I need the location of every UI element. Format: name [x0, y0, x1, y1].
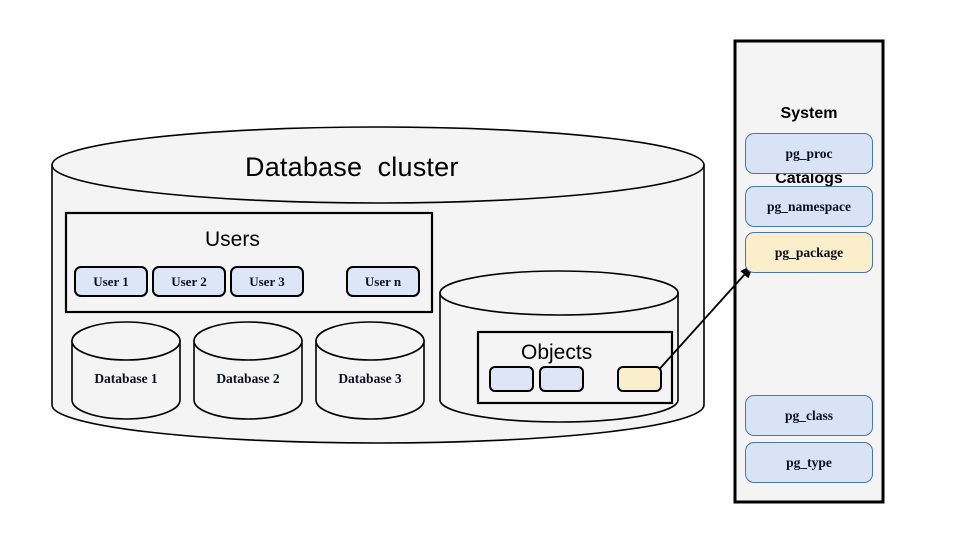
users-box: [64, 211, 434, 314]
user-pill-2[interactable]: User 2: [152, 266, 226, 297]
object-chip-3-highlighted[interactable]: [617, 366, 662, 392]
database-label-2: Database 2: [216, 371, 280, 386]
catalog-item-pg_package[interactable]: pg_package: [745, 232, 873, 273]
object-chip-1[interactable]: [489, 366, 534, 392]
database-cylinder-2: [193, 321, 303, 420]
database-label-3: Database 3: [338, 371, 402, 386]
catalog-item-pg_type[interactable]: pg_type: [745, 442, 873, 483]
user-pill-n[interactable]: User n: [346, 266, 420, 297]
catalog-item-pg_namespace[interactable]: pg_namespace: [745, 186, 873, 227]
catalog-item-pg_proc[interactable]: pg_proc: [745, 133, 873, 174]
system-catalogs-title-line1: System: [780, 105, 838, 123]
user-pill-1[interactable]: User 1: [74, 266, 148, 297]
system-catalogs-title: System Catalogs: [735, 60, 883, 233]
database-label-1: Database 1: [94, 371, 158, 386]
object-chip-2[interactable]: [539, 366, 584, 392]
database-cylinder-1: [71, 321, 181, 420]
user-pill-3[interactable]: User 3: [230, 266, 304, 297]
catalog-item-pg_class[interactable]: pg_class: [745, 395, 873, 436]
objects-title: Objects: [521, 341, 593, 364]
cluster-title: Database cluster: [245, 152, 459, 182]
system-catalogs-title-line2: Catalogs: [775, 169, 843, 187]
database-cylinder-3: [315, 321, 425, 420]
users-title: Users: [205, 228, 260, 251]
objects-box: [476, 330, 674, 405]
connector-arrow: [645, 263, 755, 385]
